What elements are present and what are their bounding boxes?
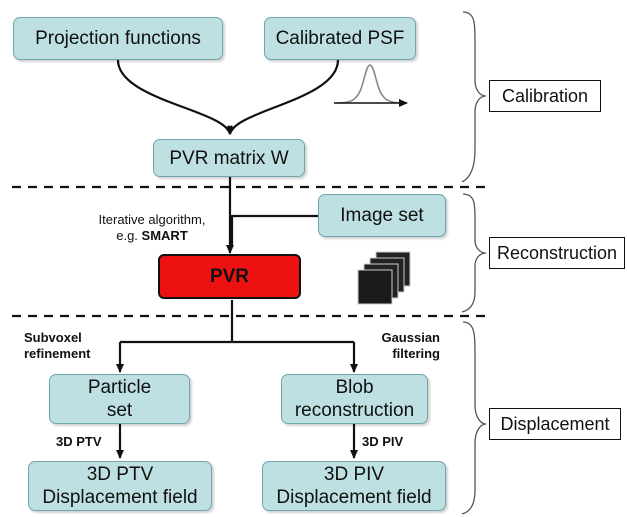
edge-ptv-label: 3D PTV [56, 434, 102, 449]
imageset-to-pvr-line [230, 214, 318, 245]
calibration-stage-label: Calibration [489, 80, 601, 112]
calibrated-psf-box: Calibrated PSF [264, 17, 416, 60]
subvoxel-refinement-label: Subvoxel refinement [24, 330, 91, 361]
pvr-box: PVR [158, 254, 301, 299]
piv-displacement-box: 3D PIV Displacement field [262, 461, 446, 511]
displacement-brace [461, 321, 487, 515]
image-stack-icon [357, 251, 411, 305]
particle-set-box: Particle set [49, 374, 190, 424]
iterative-algorithm-label: Iterative algorithm, e.g. SMART [78, 212, 226, 244]
pvr-label: PVR [209, 265, 250, 287]
image-set-box: Image set [318, 194, 446, 237]
iterative-line-1: Iterative algorithm, [98, 212, 206, 227]
ptv-displacement-box: 3D PTV Displacement field [28, 461, 212, 511]
reconstruction-brace [461, 193, 487, 313]
pvr-matrix-label: PVR matrix W [169, 147, 289, 169]
calibration-brace [461, 11, 487, 183]
blob-reconstruction-label: Blob reconstruction [294, 377, 415, 421]
particle-set-label: Particle set [87, 377, 152, 421]
projection-to-matrix-arrow [116, 59, 233, 135]
image-set-label: Image set [340, 205, 424, 226]
reconstruction-stage-label: Reconstruction [489, 237, 625, 269]
ptv-displacement-label: 3D PTV Displacement field [42, 464, 198, 508]
blob-reconstruction-box: Blob reconstruction [281, 374, 428, 424]
edge-piv-label: 3D PIV [362, 434, 404, 449]
displacement-stage-label: Displacement [489, 408, 621, 440]
gaussian-curve-icon [334, 64, 408, 107]
projection-functions-label: Projection functions [35, 28, 201, 49]
gaussian-filtering-label: Gaussian filtering [381, 330, 440, 361]
iterative-line-2: e.g. SMART [116, 228, 188, 243]
psf-to-matrix-arrow [227, 59, 340, 135]
calibrated-psf-label: Calibrated PSF [275, 28, 405, 49]
piv-displacement-label: 3D PIV Displacement field [276, 464, 432, 508]
smart-label: SMART [141, 228, 188, 243]
projection-functions-box: Projection functions [13, 17, 223, 60]
pvr-matrix-box: PVR matrix W [153, 139, 305, 177]
